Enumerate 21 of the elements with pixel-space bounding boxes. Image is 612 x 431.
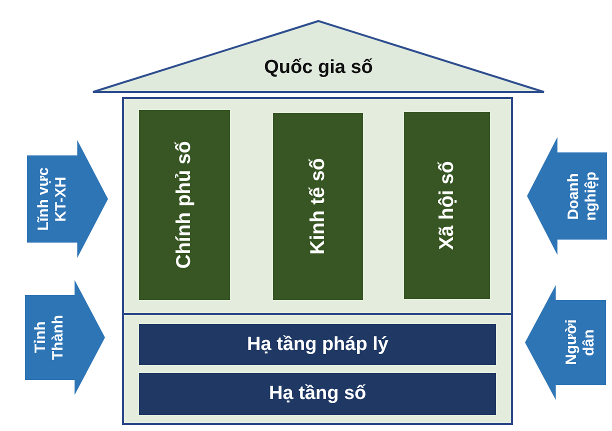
foundation-bar — [139, 324, 496, 365]
roof-shape — [92, 20, 545, 93]
arrow-shape — [25, 280, 105, 395]
arrow-label: Doanh nghiệp — [564, 170, 600, 222]
pillar-box — [139, 110, 230, 300]
pillar-label: Chính phủ số — [173, 141, 196, 269]
arrow-label: Lĩnh vực KT-XH — [34, 166, 70, 233]
pillar-box — [404, 112, 490, 299]
pillar-label: Xã hội số — [436, 161, 458, 250]
pillar-label: Kinh tế số — [306, 158, 330, 255]
foundation-label: Hạ tầng pháp lý — [247, 334, 388, 356]
arrow-label: Người dân — [563, 318, 598, 368]
foundation-label: Hạ tầng số — [269, 383, 366, 405]
arrow-shape — [525, 285, 606, 400]
pillar-box — [273, 113, 363, 300]
roof-title: Quốc gia số — [263, 57, 374, 79]
arrow-label: Tỉnh Thành — [32, 314, 67, 362]
arrow-shape — [27, 140, 108, 258]
arrow-shape — [527, 137, 607, 255]
house-body — [122, 97, 513, 425]
foundation-bar — [139, 373, 496, 415]
